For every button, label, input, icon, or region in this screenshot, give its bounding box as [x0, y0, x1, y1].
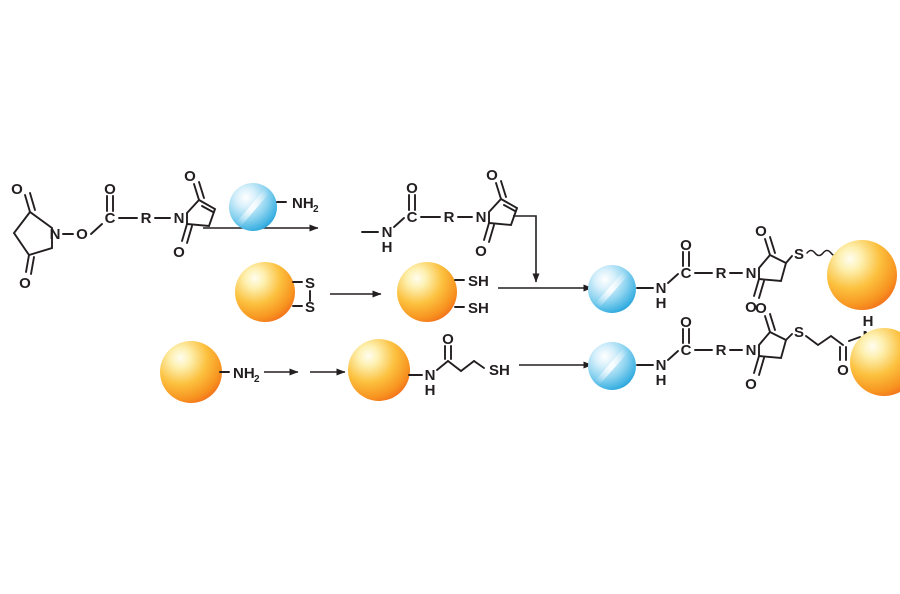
maleimide-carbonyl-bottom-oxygen-label: O: [173, 244, 185, 261]
nhs-carbonyl-top-oxygen-label: O: [11, 181, 23, 198]
lower-conjugate-succinimide-carbonyl-bottom-oxygen-label: O: [745, 376, 757, 393]
orange-sphere-dithiol: SH SH: [397, 262, 489, 322]
upper-conjugate-thioether-sulfur-label: S: [794, 246, 804, 263]
top-product-maleimide-carbonyl-bottom-oxygen-label: O: [475, 243, 487, 260]
maleimide-nitrogen-label: N: [174, 210, 185, 227]
lower-conjugate-succinimide-nitrogen-label: N: [746, 342, 757, 359]
lower-conjugate-spacer-label: R: [716, 342, 727, 359]
upper-conjugate-spacer-label: R: [716, 265, 727, 282]
upper-conjugate-succinimide-nitrogen-label: N: [746, 265, 757, 282]
lower-conjugate-linker-amide-hydrogen-label: H: [863, 313, 874, 330]
nhs-carbonyl-bottom-oxygen-label: O: [19, 275, 31, 292]
thiolated-amide-oxygen-label: O: [442, 331, 454, 348]
lower-conjugate-linker-amide-oxygen-label: O: [837, 362, 849, 379]
top-product-amide-carbon-label: C: [407, 209, 418, 226]
crosslinker-spacer-label: R: [141, 210, 152, 227]
nhs-nitrogen-label: N: [50, 226, 61, 243]
lower-conjugate-amide-carbon-label: C: [681, 342, 692, 359]
lower-conjugate-succinimide-carbonyl-top-oxygen-label: O: [755, 300, 767, 317]
lower-conjugate-amide-oxygen-label: O: [680, 314, 692, 331]
upper-conjugate-succinimide-carbonyl-bottom-oxygen-label: O: [745, 299, 757, 316]
dithiol-bottom-label: SH: [468, 300, 489, 317]
dithiol-top-label: SH: [468, 273, 489, 290]
ester-oxygen-label: O: [76, 226, 88, 243]
ester-carbonyl-oxygen-label: O: [104, 181, 116, 198]
orange-sphere-disulfide: S S: [235, 262, 315, 322]
upper-conjugate-amide-oxygen-label: O: [680, 237, 692, 254]
upper-conjugate-succinimide-carbonyl-top-oxygen-label: O: [755, 223, 767, 240]
disulfide-sulfur-top-label: S: [305, 275, 315, 292]
upper-conjugate-orange-sphere: [827, 240, 897, 310]
lower-conjugate-amide-hydrogen-label: H: [656, 372, 667, 389]
thiolated-thiol-label: SH: [489, 362, 510, 379]
top-product-amide-hydrogen-label: H: [382, 239, 393, 256]
upper-conjugate-amide-nitrogen-label: N: [656, 280, 667, 297]
ester-carbon-label: C: [105, 210, 116, 227]
top-product-spacer-label: R: [444, 209, 455, 226]
lower-conjugate-amide-nitrogen-label: N: [656, 357, 667, 374]
lower-conjugate-thioether-sulfur-label: S: [794, 324, 804, 341]
orange-sphere-amine-label: NH: [233, 365, 255, 382]
top-product-maleimide-nitrogen-label: N: [476, 209, 487, 226]
nhs-ester-maleimide-crosslinker: O O N O C O R N: [11, 168, 217, 292]
blue-sphere-amine-label: NH: [292, 195, 314, 212]
top-product-amide-oxygen-label: O: [406, 180, 418, 197]
arrow-maleimide-to-conjugation: [513, 215, 540, 283]
orange-sphere-amine-label-subscript: 2: [254, 374, 260, 385]
thiolated-amide-nitrogen-label: N: [425, 367, 436, 384]
orange-sphere-thiolated: N H O SH: [348, 331, 510, 401]
top-product-amide-nitrogen-label: N: [382, 224, 393, 241]
upper-conjugate-amide-hydrogen-label: H: [656, 295, 667, 312]
blue-orange-conjugate-via-surface-thiol: N H C O R N O O S: [588, 223, 897, 316]
maleimide-carbonyl-top-oxygen-label: O: [184, 168, 196, 185]
top-product-maleimide-carbonyl-top-oxygen-label: O: [486, 167, 498, 184]
upper-conjugate-amide-carbon-label: C: [681, 265, 692, 282]
thiolated-amide-hydrogen-label: H: [425, 382, 436, 399]
blue-orange-conjugate-via-traut-linker: N H C O R N O O S O: [588, 300, 900, 396]
orange-sphere-amine: NH 2: [160, 341, 260, 403]
blue-sphere-amine-label-subscript: 2: [313, 204, 319, 215]
lower-conjugate-orange-sphere: [850, 328, 900, 396]
maleimide-activated-blue-sphere: N H C O R N O O: [361, 167, 519, 260]
blue-sphere-amine: NH 2: [229, 183, 319, 231]
disulfide-sulfur-bottom-label: S: [305, 299, 315, 316]
